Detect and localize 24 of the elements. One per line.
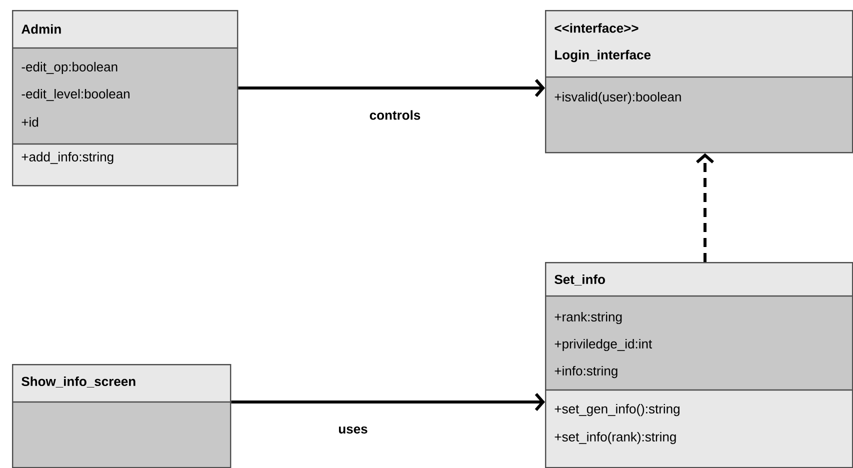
- method-text: +isvalid(user):boolean: [554, 92, 681, 104]
- class-name: Show_info_screen: [22, 376, 136, 388]
- arrow: [696, 153, 714, 262]
- stereotype-text: <<interface>>: [554, 23, 638, 33]
- arrow: [238, 79, 545, 97]
- class-box: [545, 10, 853, 154]
- class-box: [12, 364, 232, 468]
- attribute-text: +id: [22, 117, 38, 127]
- class-box: [545, 262, 853, 468]
- class-name: Admin: [22, 24, 61, 34]
- attribute-text: +info:string: [554, 366, 618, 378]
- arrow: [231, 393, 545, 411]
- attribute-text: +rank:string: [554, 312, 622, 324]
- attribute-text: -edit_op:boolean: [22, 62, 118, 74]
- edge-label: uses: [337, 425, 369, 435]
- attribute-text: +priviledge_id:int: [554, 338, 652, 352]
- class-box: [12, 10, 238, 186]
- method-text: +set_info(rank):string: [554, 432, 676, 444]
- class-name: Set_info: [554, 274, 605, 286]
- attribute-text: -edit_level:boolean: [22, 89, 130, 101]
- method-text: +set_gen_info():string: [554, 404, 680, 416]
- class-name: Login_interface: [555, 50, 651, 62]
- edge-label: controls: [368, 109, 422, 121]
- method-text: +add_info:string: [22, 152, 114, 164]
